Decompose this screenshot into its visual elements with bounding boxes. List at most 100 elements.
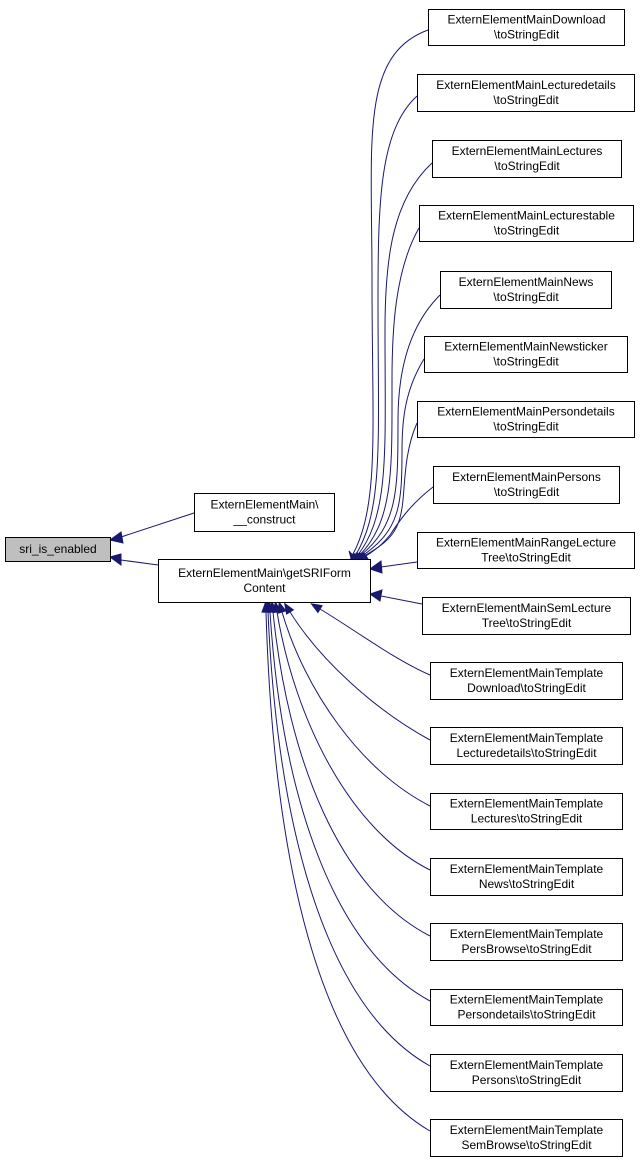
edge-tpl_sembrowse-to-getSRIFormContent xyxy=(261,600,431,1132)
node-label-line: ExternElementMainTemplate xyxy=(450,797,604,811)
arrowhead-icon xyxy=(368,589,383,602)
node-box[interactable] xyxy=(440,271,612,309)
arrowhead-icon xyxy=(108,553,122,566)
node-box[interactable] xyxy=(194,493,335,532)
edge-line xyxy=(281,611,431,807)
node-box[interactable] xyxy=(433,466,620,504)
arrowhead-icon xyxy=(310,603,323,614)
node-label-line: ExternElementMainSemLecture xyxy=(442,601,612,615)
edge-line xyxy=(267,611,431,1067)
node-label-line: ExternElementMainLecturedetails xyxy=(436,78,615,92)
node-label-line: News\toStringEdit xyxy=(479,877,575,891)
node-box[interactable] xyxy=(419,205,634,242)
node-box[interactable] xyxy=(430,1054,623,1092)
node-tpl_persbrowse[interactable]: ExternElementMainTemplatePersBrowse\toSt… xyxy=(430,923,623,961)
node-tpl_sembrowse[interactable]: ExternElementMainTemplateSemBrowse\toStr… xyxy=(430,1119,623,1157)
node-box[interactable] xyxy=(417,401,635,438)
node-news[interactable]: ExternElementMainNews\toStringEdit xyxy=(440,271,612,309)
node-layer: sri_is_enabled ExternElementMain\__constr… xyxy=(5,9,635,1157)
node-box[interactable] xyxy=(5,537,111,562)
edge-construct-to-sri_is_enabled xyxy=(108,512,195,544)
node-box[interactable] xyxy=(417,74,635,112)
edge-line xyxy=(380,561,418,568)
node-label-line: ExternElementMain\getSRIForm xyxy=(178,566,351,580)
node-label-line: ExternElementMain\ xyxy=(210,498,319,512)
node-semlecturetree[interactable]: ExternElementMainSemLectureTree\toString… xyxy=(422,597,631,635)
edge-line xyxy=(354,95,418,557)
node-lecturedetails[interactable]: ExternElementMainLecturedetails\toString… xyxy=(417,74,635,112)
node-label-line: \toStringEdit xyxy=(493,420,559,434)
node-label-line: ExternElementMainTemplate xyxy=(450,1123,604,1137)
node-box[interactable] xyxy=(417,532,635,569)
edge-line xyxy=(361,358,425,557)
node-construct[interactable]: ExternElementMain\__construct xyxy=(194,493,335,532)
node-rangelecturetree[interactable]: ExternElementMainRangeLectureTree\toStri… xyxy=(417,532,635,569)
node-lecturestable[interactable]: ExternElementMainLecturestable\toStringE… xyxy=(419,205,634,242)
node-label-line: ExternElementMainTemplate xyxy=(450,993,604,1007)
node-persondetails[interactable]: ExternElementMainPersondetails\toStringE… xyxy=(417,401,635,438)
node-label-line: \toStringEdit xyxy=(493,93,559,107)
edge-line xyxy=(272,611,431,937)
node-lectures[interactable]: ExternElementMainLectures\toStringEdit xyxy=(432,140,622,178)
edge-line xyxy=(276,611,431,871)
node-label-line: \toStringEdit xyxy=(493,290,559,304)
node-label-line: ExternElementMainLecturestable xyxy=(438,209,615,223)
node-box[interactable] xyxy=(428,9,625,46)
node-persons[interactable]: ExternElementMainPersons\toStringEdit xyxy=(433,466,620,504)
node-label-line: PersBrowse\toStringEdit xyxy=(461,942,592,956)
arrowhead-icon xyxy=(261,600,271,613)
edge-semlecturetree-to-getSRIFormContent xyxy=(368,589,423,605)
node-box[interactable] xyxy=(158,559,371,603)
node-download[interactable]: ExternElementMainDownload\toStringEdit xyxy=(428,9,625,46)
node-box[interactable] xyxy=(430,858,623,896)
node-tpl_persondetails[interactable]: ExternElementMainTemplatePersondetails\t… xyxy=(430,989,623,1026)
edge-line xyxy=(363,422,418,557)
node-box[interactable] xyxy=(430,662,623,700)
node-box[interactable] xyxy=(430,793,623,830)
node-tpl_lecturedetails[interactable]: ExternElementMainTemplateLecturedetails\… xyxy=(430,727,623,765)
node-label-line: ExternElementMainNewsticker xyxy=(444,340,607,354)
edge-line xyxy=(351,29,429,557)
node-label-line: Persondetails\toStringEdit xyxy=(457,1008,596,1022)
edge-line xyxy=(269,611,431,1002)
node-box[interactable] xyxy=(424,336,628,373)
node-box[interactable] xyxy=(422,597,631,635)
node-tpl_persons[interactable]: ExternElementMainTemplatePersons\toStrin… xyxy=(430,1054,623,1092)
edge-line xyxy=(356,162,433,557)
node-box[interactable] xyxy=(430,989,623,1026)
node-tpl_download[interactable]: ExternElementMainTemplateDownload\toStri… xyxy=(430,662,623,700)
edge-line xyxy=(120,559,159,566)
node-label-line: __construct xyxy=(232,513,296,527)
node-newsticker[interactable]: ExternElementMainNewsticker\toStringEdit xyxy=(424,336,628,373)
edge-line xyxy=(289,611,431,741)
node-label-line: Download\toStringEdit xyxy=(467,681,586,695)
edge-tpl_lecturedetails-to-getSRIFormContent xyxy=(283,602,431,741)
edge-rangelecturetree-to-getSRIFormContent xyxy=(368,560,418,574)
node-label-line: sri_is_enabled xyxy=(19,542,96,556)
arrowhead-icon xyxy=(368,560,383,574)
node-tpl_news[interactable]: ExternElementMainTemplateNews\toStringEd… xyxy=(430,858,623,896)
node-label-line: ExternElementMainPersons xyxy=(452,470,601,484)
edge-line xyxy=(358,227,420,557)
edge-tpl_persons-to-getSRIFormContent xyxy=(263,600,431,1067)
node-box[interactable] xyxy=(430,1119,623,1157)
node-label-line: Content xyxy=(243,581,286,595)
node-sri_is_enabled[interactable]: sri_is_enabled xyxy=(5,537,111,562)
node-label-line: ExternElementMainTemplate xyxy=(450,927,604,941)
edge-line xyxy=(380,595,423,605)
node-box[interactable] xyxy=(430,727,623,765)
edge-download-to-getSRIFormContent xyxy=(348,29,429,559)
node-box[interactable] xyxy=(432,140,622,178)
edge-tpl_news-to-getSRIFormContent xyxy=(272,600,431,871)
node-box[interactable] xyxy=(430,923,623,961)
node-label-line: ExternElementMainTemplate xyxy=(450,1058,604,1072)
node-label-line: Tree\toStringEdit xyxy=(481,551,571,565)
edge-lecturedetails-to-getSRIFormContent xyxy=(348,95,418,566)
node-label-line: \toStringEdit xyxy=(494,28,560,42)
edge-line xyxy=(265,611,431,1132)
node-label-line: \toStringEdit xyxy=(494,159,560,173)
node-tpl_lectures[interactable]: ExternElementMainTemplateLectures\toStri… xyxy=(430,793,623,830)
node-label-line: ExternElementMainRangeLecture xyxy=(436,536,616,550)
arrowhead-icon xyxy=(283,602,295,615)
